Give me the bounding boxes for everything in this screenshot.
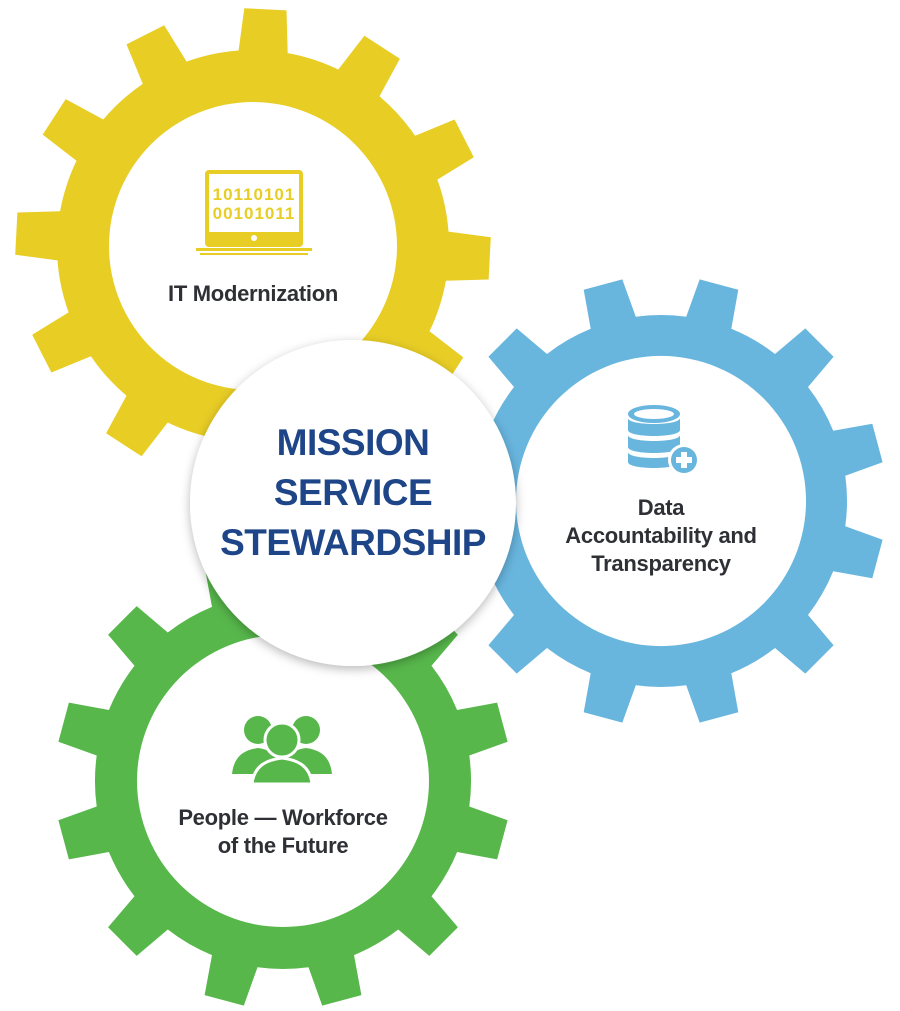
binary-row-2: 00101011 <box>213 204 296 223</box>
binary-row-1: 10110101 <box>213 185 296 204</box>
center-line-mission: MISSION <box>276 422 430 463</box>
database-plus-icon <box>628 405 700 476</box>
center-line-service: SERVICE <box>273 472 433 513</box>
center-title: MISSION SERVICE STEWARDSHIP <box>193 418 513 568</box>
label-data-accountability: Data Accountability and Transparency <box>536 494 786 578</box>
label-line: People — Workforce <box>178 805 388 830</box>
label-line: Accountability and <box>565 523 757 548</box>
laptop-binary-icon: 10110101 00101011 <box>196 170 312 255</box>
label-it-modernization: IT Modernization <box>128 280 378 308</box>
people-group-icon <box>232 716 332 786</box>
gear-blue-shape <box>439 279 883 723</box>
center-circle <box>190 340 516 666</box>
gear-people-workforce <box>58 556 508 1006</box>
label-line: Data <box>637 495 685 520</box>
label-line: IT Modernization <box>168 281 338 306</box>
label-people-workforce: People — Workforce of the Future <box>143 804 423 860</box>
gear-data-accountability <box>439 279 883 723</box>
label-line: Transparency <box>591 551 731 576</box>
gear-green-shape <box>58 556 508 1006</box>
center-line-stewardship: STEWARDSHIP <box>220 522 486 563</box>
label-line: of the Future <box>217 833 349 858</box>
